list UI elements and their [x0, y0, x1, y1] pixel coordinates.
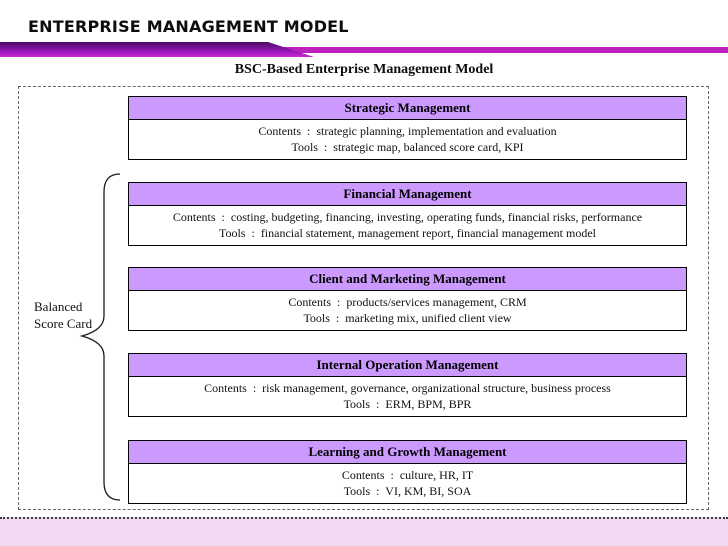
management-box-strategic: Strategic Management Contents : strategi…: [128, 96, 687, 160]
title-banner-shape: [0, 42, 314, 57]
box-tools-line: Tools : strategic map, balanced score ca…: [291, 140, 524, 154]
management-box-internal-operation: Internal Operation Management Contents :…: [128, 353, 687, 417]
title-underline-bar: [0, 47, 728, 53]
curly-brace-icon: [79, 173, 121, 501]
box-body: Contents : culture, HR, IT Tools : VI, K…: [128, 464, 687, 504]
slide-title: ENTERPRISE MANAGEMENT MODEL: [28, 17, 349, 36]
box-body: Contents : products/services management,…: [128, 291, 687, 331]
bsc-diagram-frame: [18, 86, 709, 510]
management-box-learning-growth: Learning and Growth Management Contents …: [128, 440, 687, 504]
box-contents-line: Contents : risk management, governance, …: [204, 381, 611, 395]
box-tools-line: Tools : financial statement, management …: [218, 226, 597, 240]
box-tools-line: Tools : VI, KM, BI, SOA: [343, 484, 472, 498]
box-header: Client and Marketing Management: [128, 267, 687, 291]
diagram-title: BSC-Based Enterprise Management Model: [234, 62, 494, 77]
box-contents-line: Contents : culture, HR, IT: [341, 468, 474, 482]
box-header: Strategic Management: [128, 96, 687, 120]
box-body: Contents : strategic planning, implement…: [128, 120, 687, 160]
box-contents-line: Contents : costing, budgeting, financing…: [172, 210, 643, 224]
management-box-financial: Financial Management Contents : costing,…: [128, 182, 687, 246]
box-contents-line: Contents : strategic planning, implement…: [258, 124, 557, 138]
footer-strip: [0, 517, 728, 546]
box-tools-line: Tools : ERM, BPM, BPR: [343, 397, 472, 411]
box-header: Financial Management: [128, 182, 687, 206]
box-contents-line: Contents : products/services management,…: [288, 295, 527, 309]
box-body: Contents : risk management, governance, …: [128, 377, 687, 417]
balanced-score-card-label: Balanced Score Card: [34, 299, 93, 331]
management-box-client-marketing: Client and Marketing Management Contents…: [128, 267, 687, 331]
box-tools-line: Tools : marketing mix, unified client vi…: [303, 311, 512, 325]
box-body: Contents : costing, budgeting, financing…: [128, 206, 687, 246]
box-header: Internal Operation Management: [128, 353, 687, 377]
box-header: Learning and Growth Management: [128, 440, 687, 464]
